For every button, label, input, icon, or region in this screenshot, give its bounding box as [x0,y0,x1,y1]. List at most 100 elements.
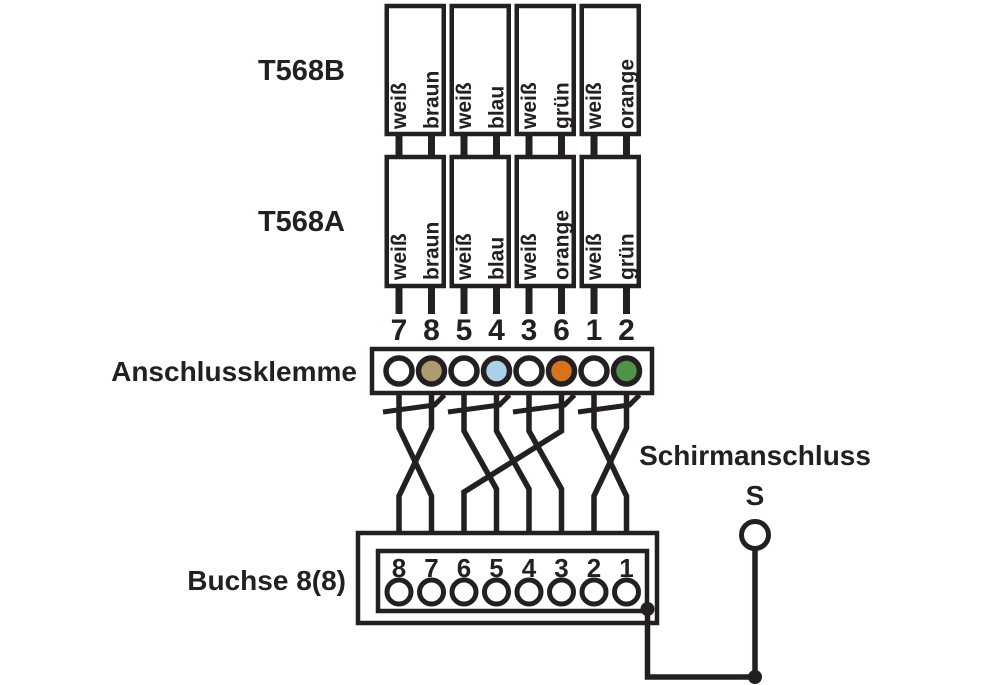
t568b-box-1 [384,3,446,137]
terminal-contact [513,355,545,387]
t568a-wire-label: weiß [518,233,541,281]
wire-pin2 [591,393,630,535]
wire-stub [558,132,565,158]
t568b-t568a-stubs [395,132,630,158]
socket-pin: 2 [587,553,601,583]
terminal-pin: 7 [391,314,408,347]
socket-contact [482,577,511,607]
t568a-boxes: weiß braun weiß blau weiß orange weiß gr… [384,154,641,289]
wire-stub [395,284,403,314]
terminal-pin: 5 [456,314,473,347]
shield-junction-dot [640,602,655,616]
t568b-wire-label: orange [616,59,639,129]
socket-contact [547,577,576,607]
t568a-wire-label: blau [486,237,509,280]
terminal-contact [610,355,643,387]
wire-stub [428,284,435,314]
terminal-pin: 4 [488,314,505,347]
wire-stub [525,284,533,314]
t568a-wire-label: weiß [583,233,606,281]
t568a-wire-label: grün [616,233,639,280]
wire-pin8 [396,393,435,535]
terminal-pin: 1 [586,314,603,347]
socket-contact [514,577,544,607]
twist-marker [382,393,447,415]
terminal-pin-numbers: 7 8 5 4 3 6 1 2 [391,314,635,347]
t568b-wire-label: weiß [453,82,476,130]
wire-stub [590,132,598,158]
t568b-wire-label: weiß [583,82,606,130]
terminal-label: Anschlussklemme [111,356,357,387]
t568a-wire-label: weiß [453,233,476,281]
socket-pin: 7 [424,553,438,583]
t568b-box-4 [579,3,641,137]
wire-stub [590,284,598,314]
socket-pin: 1 [619,553,633,583]
socket: 8 7 6 5 4 3 2 1 [355,530,660,626]
wire-stub [623,132,630,158]
twist-marker [577,393,642,415]
t568b-boxes: weiß braun weiß blau weiß grün weiß oran… [384,3,641,137]
socket-contact [417,577,446,607]
socket-inner-body [375,548,650,614]
shield-label: Schirmanschluss [639,440,871,471]
t568a-box-3 [514,154,576,289]
wire-stub [428,132,435,158]
t568a-wire-label: orange [551,210,574,280]
t568b-box-3 [514,3,576,137]
terminal-contact [415,355,448,387]
wire-pin5 [461,393,500,535]
twist-marker [447,393,512,415]
terminal-pin: 3 [521,314,538,347]
wire-stub [525,132,533,158]
shield-terminal-circle [739,519,771,551]
t568b-wire-label: braun [421,71,444,129]
crossover-wires [396,393,630,535]
wire-stub [395,132,403,158]
t568a-box-4 [579,154,641,289]
wire-stub [460,284,468,314]
socket-contact [449,577,479,607]
t568b-label: T568B [258,55,345,87]
t568b-wire-label: blau [486,86,509,129]
t568a-wire-label: braun [421,222,444,280]
terminal-contact [383,355,415,387]
wire-stub [558,284,565,314]
t568a-box-2 [449,154,511,289]
socket-pin: 8 [392,553,406,583]
socket-contact [612,577,641,607]
wire-stub [460,132,468,158]
wire-stub [493,132,500,158]
socket-contact [579,577,609,607]
t568a-wire-label: weiß [388,233,411,281]
wire-stub [623,284,630,314]
socket-pin: 4 [522,553,537,583]
terminal-pin: 8 [423,314,440,347]
terminal-contact [480,355,513,387]
terminal-block [369,346,655,396]
t568a-terminal-stubs [395,284,630,314]
wire-pin3 [526,393,565,535]
socket-pin: 6 [457,553,471,583]
wire-stub [493,284,500,314]
socket-contact [384,577,414,607]
terminal-pin: 2 [618,314,635,347]
t568b-box-2 [449,3,511,137]
shield-pin-label: S [746,480,765,511]
t568b-wire-label: weiß [518,82,541,130]
socket-pin: 3 [554,553,568,583]
terminal-contact [545,355,578,387]
t568b-wire-label: grün [551,82,574,129]
twist-marker [512,393,577,415]
shield-connection [640,519,771,684]
t568a-label: T568A [258,206,345,238]
terminal-contact [448,355,480,387]
socket-label: Buchse 8(8) [187,565,346,596]
socket-pin: 5 [489,553,503,583]
terminal-contact [578,355,610,387]
t568a-box-1 [384,154,446,289]
shield-junction-dot [748,670,762,684]
twisted-pair-markers [382,393,642,415]
